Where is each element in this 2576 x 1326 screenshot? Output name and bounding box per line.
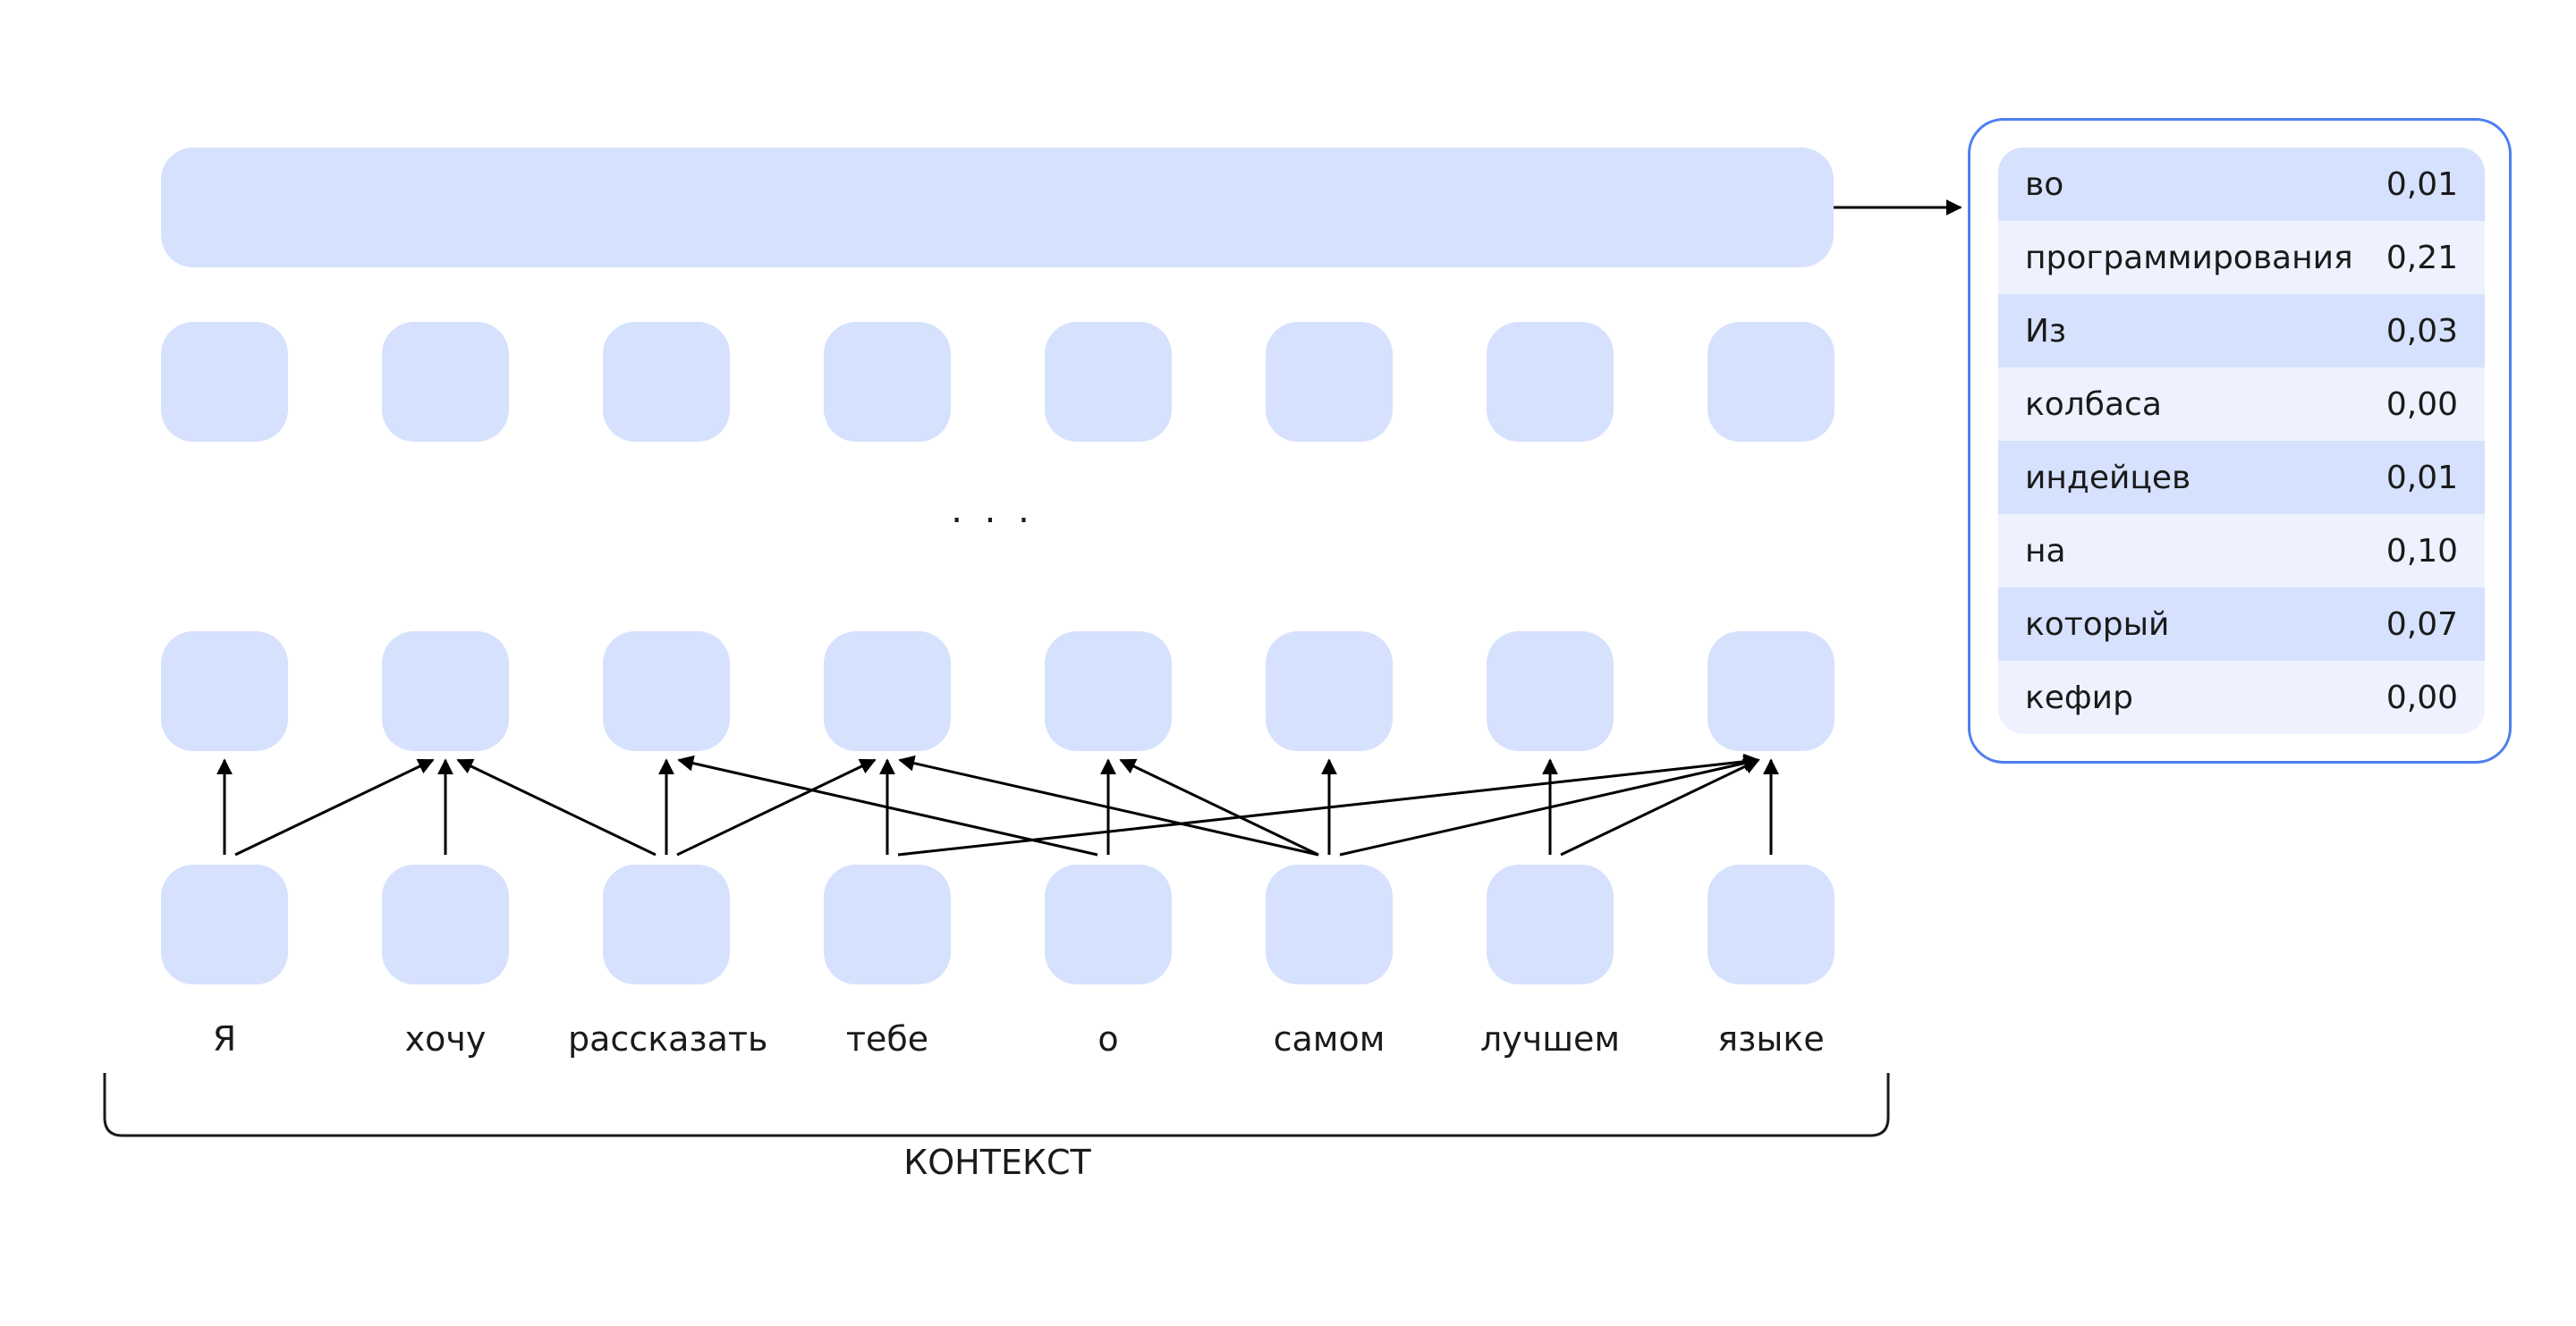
candidate-word: программирования xyxy=(2025,239,2353,276)
output-layer-block xyxy=(161,148,1834,267)
context-word: самом xyxy=(1273,1019,1385,1059)
probability-row: во 0,01 xyxy=(1998,148,2485,221)
attention-arrow xyxy=(677,755,1098,857)
candidate-probability: 0,01 xyxy=(2385,459,2458,496)
upper-token-block-5 xyxy=(1045,322,1172,442)
attention-arrow xyxy=(234,758,435,857)
probability-row: кефир 0,00 xyxy=(1998,661,2485,734)
candidate-word: колбаса xyxy=(2025,385,2162,423)
candidate-probability: 0,21 xyxy=(2385,239,2458,276)
candidate-probability: 0,00 xyxy=(2385,679,2458,716)
context-word: Я xyxy=(212,1019,237,1059)
probability-row: Из 0,03 xyxy=(1998,294,2485,367)
input-token-block-1 xyxy=(161,865,288,984)
input-token-block-4 xyxy=(824,865,951,984)
candidate-word: который xyxy=(2025,605,2170,643)
candidate-probability: 0,10 xyxy=(2385,532,2458,570)
upper-token-block-8 xyxy=(1707,322,1835,442)
attention-arrow xyxy=(1560,758,1760,857)
input-token-block-6 xyxy=(1266,865,1393,984)
attention-arrow xyxy=(897,753,1760,857)
upper-token-block-1 xyxy=(161,322,288,442)
input-token-block-8 xyxy=(1707,865,1835,984)
attention-token-block-8 xyxy=(1707,631,1835,751)
context-word: языке xyxy=(1717,1019,1825,1059)
context-word: лучшем xyxy=(1479,1019,1621,1059)
input-token-block-7 xyxy=(1487,865,1614,984)
upper-token-block-3 xyxy=(603,322,730,442)
input-token-block-2 xyxy=(382,865,509,984)
input-token-block-5 xyxy=(1045,865,1172,984)
attention-token-block-4 xyxy=(824,631,951,751)
candidate-probability: 0,01 xyxy=(2385,165,2458,203)
candidate-probability: 0,07 xyxy=(2385,605,2458,643)
probability-row: который 0,07 xyxy=(1998,587,2485,661)
upper-token-block-6 xyxy=(1266,322,1393,442)
context-word: о xyxy=(1097,1019,1119,1059)
attention-arrow xyxy=(1119,758,1319,857)
context-word: тебе xyxy=(845,1019,929,1059)
candidate-word: на xyxy=(2025,532,2066,570)
candidate-word: Из xyxy=(2025,312,2067,350)
input-token-block-3 xyxy=(603,865,730,984)
candidate-probability: 0,00 xyxy=(2385,385,2458,423)
attention-token-block-7 xyxy=(1487,631,1614,751)
attention-arrows xyxy=(216,753,1779,857)
candidate-word: кефир xyxy=(2025,679,2133,716)
probability-row: на 0,10 xyxy=(1998,514,2485,587)
candidate-word: индейцев xyxy=(2025,459,2191,496)
attention-token-block-6 xyxy=(1266,631,1393,751)
attention-arrow xyxy=(676,758,877,857)
probability-row: колбаса 0,00 xyxy=(1998,367,2485,441)
candidate-probability: 0,03 xyxy=(2385,312,2458,350)
context-word: рассказать xyxy=(568,1019,768,1059)
upper-token-block-2 xyxy=(382,322,509,442)
attention-token-block-3 xyxy=(603,631,730,751)
context-bracket xyxy=(103,1073,1890,1137)
attention-token-block-1 xyxy=(161,631,288,751)
attention-token-block-5 xyxy=(1045,631,1172,751)
context-label: КОНТЕКСТ xyxy=(903,1143,1091,1182)
attention-token-block-2 xyxy=(382,631,509,751)
attention-arrow xyxy=(456,758,657,857)
attention-arrow xyxy=(1339,755,1760,857)
candidate-word: во xyxy=(2025,165,2064,203)
attention-arrow xyxy=(898,755,1319,857)
upper-token-block-7 xyxy=(1487,322,1614,442)
probability-row: программирования 0,21 xyxy=(1998,221,2485,294)
context-word: хочу xyxy=(404,1019,487,1059)
layers-ellipsis: . . . xyxy=(951,490,1035,531)
upper-token-block-4 xyxy=(824,322,951,442)
probability-row: индейцев 0,01 xyxy=(1998,441,2485,514)
